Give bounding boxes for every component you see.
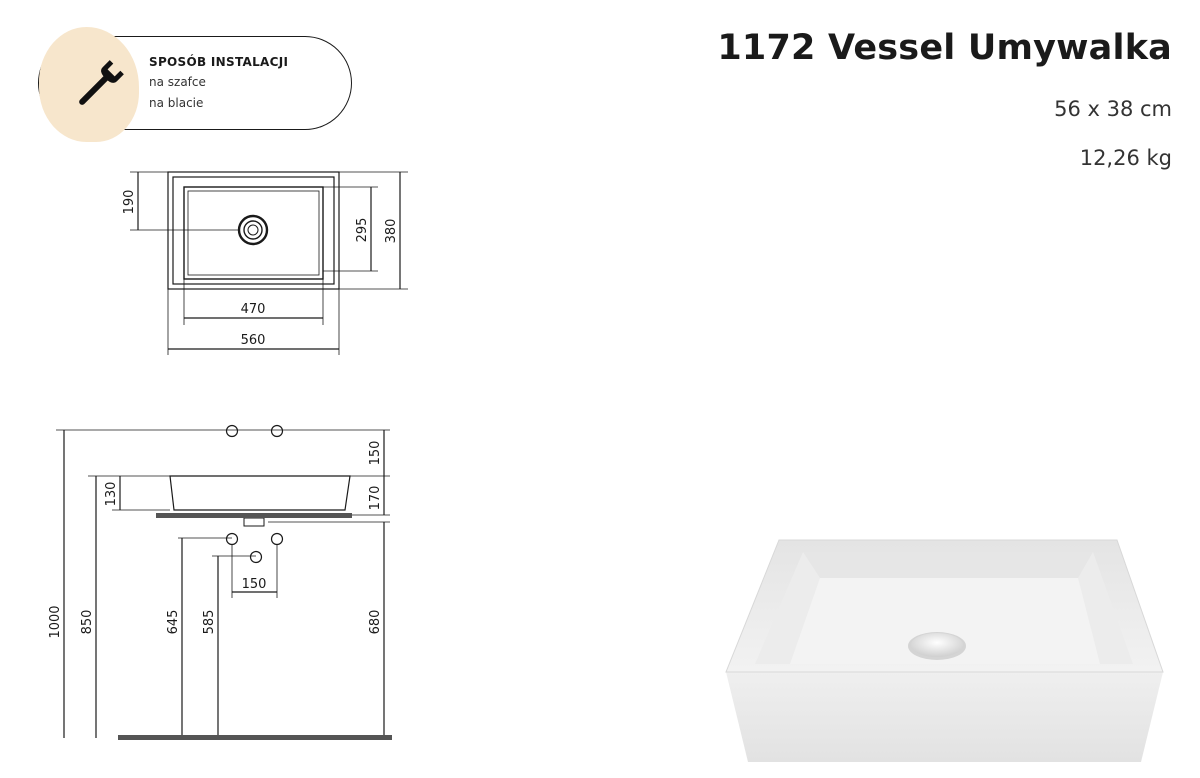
dim-trap-outlet: 645	[166, 610, 181, 635]
dim-total-height: 1000	[48, 605, 63, 638]
product-weight: 12,26 kg	[1079, 146, 1172, 170]
product-dimensions: 56 x 38 cm	[1054, 97, 1172, 121]
dim-trap-center: 585	[202, 610, 217, 635]
wrench-icon	[79, 60, 124, 105]
badge-highlight	[39, 27, 139, 142]
dim-outer-depth: 380	[384, 219, 399, 244]
dim-counter-height: 850	[80, 610, 95, 635]
dim-outer-width: 560	[241, 333, 266, 348]
dim-drain-height: 680	[368, 610, 383, 635]
installation-option-cabinet: na szafce	[149, 75, 206, 89]
dim-basin-height: 130	[104, 482, 119, 507]
floor-line	[118, 735, 392, 740]
basin-product-image	[725, 539, 1164, 762]
countertop	[156, 513, 352, 518]
installation-title: SPOSÓB INSTALACJI	[149, 55, 289, 69]
dim-inner-depth: 295	[355, 218, 370, 243]
dim-tap-gap: 150	[368, 441, 383, 466]
installation-option-countertop: na blacie	[149, 96, 204, 110]
product-title: 1172 Vessel Umywalka	[717, 28, 1172, 68]
dim-drain-offset: 190	[122, 190, 137, 215]
dim-inner-width: 470	[241, 302, 266, 317]
installation-badge: SPOSÓB INSTALACJI na szafce na blacie	[38, 27, 352, 142]
dim-trap-spacing: 150	[242, 577, 267, 592]
side-view	[56, 424, 390, 738]
top-view	[130, 171, 408, 355]
dim-basin-to-counter: 170	[368, 486, 383, 511]
